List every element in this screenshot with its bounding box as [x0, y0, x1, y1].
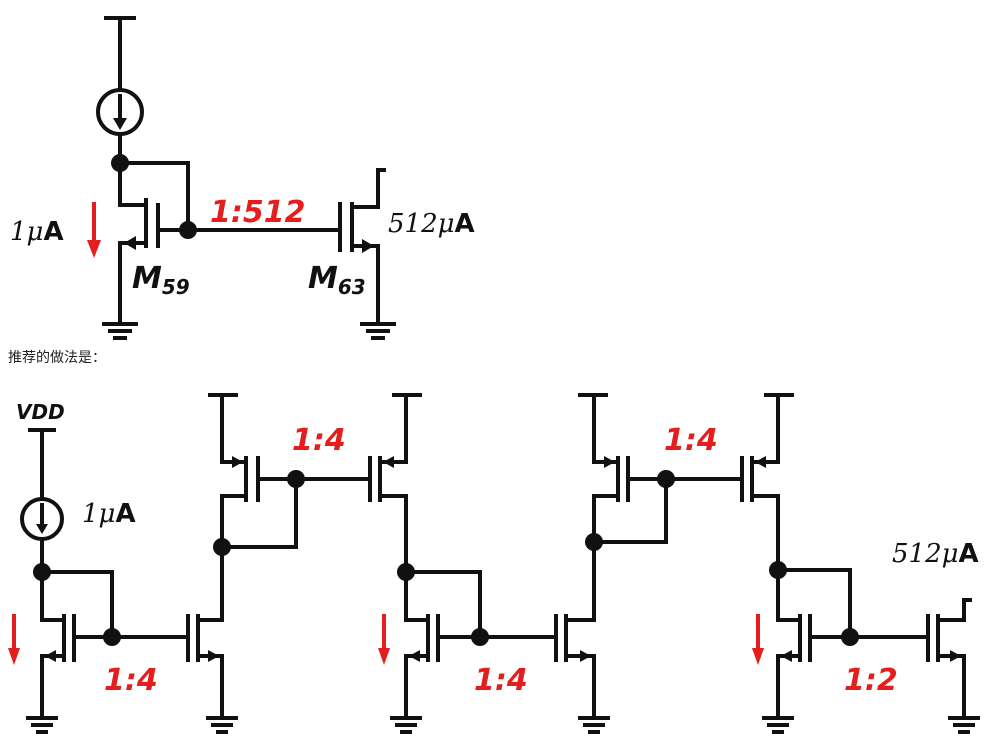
ground-symbol	[26, 716, 58, 734]
current-direction-arrow	[8, 614, 20, 665]
transistor-m63	[338, 168, 386, 324]
pmos-mirror-stage-4	[578, 393, 794, 622]
current-direction-arrow	[87, 202, 101, 258]
ratio-label-stage-5: 1:2	[844, 663, 898, 698]
transistor-m59	[118, 198, 160, 324]
transistor-label-m63: M63	[308, 261, 366, 299]
input-current-label: 1μA	[10, 217, 64, 247]
vdd-label: VDD	[16, 400, 65, 424]
pmos-mirror-stage-2	[208, 393, 422, 622]
ratio-label-stage-4: 1:4	[664, 423, 718, 458]
transistor-label-m59: M59	[132, 261, 190, 299]
ground-symbol	[762, 716, 794, 734]
current-direction-arrow	[378, 614, 390, 665]
current-source-symbol	[20, 497, 64, 541]
nmos-mirror-stage-5	[769, 561, 972, 718]
input-current-label: 1μA	[82, 499, 136, 529]
ground-symbol	[102, 322, 138, 340]
top-circuit: 1:512 1μA 512μA M59 M63	[10, 16, 475, 340]
ground-symbol	[206, 716, 238, 734]
bottom-circuit: VDD	[8, 393, 980, 734]
current-source-symbol	[96, 88, 144, 136]
ratio-label-stage-3: 1:4	[474, 663, 528, 698]
caption-text: 推荐的做法是：	[8, 350, 106, 366]
current-direction-arrow	[752, 614, 764, 665]
output-current-label: 512μA	[892, 539, 979, 569]
ground-symbol	[948, 716, 980, 734]
ground-symbol	[360, 322, 396, 340]
ratio-label-stage-1: 1:4	[104, 663, 158, 698]
output-current-label: 512μA	[388, 209, 475, 239]
ratio-label: 1:512	[210, 195, 306, 230]
ratio-label-stage-2: 1:4	[292, 423, 346, 458]
gate-node-dot	[179, 221, 197, 239]
ground-symbol	[390, 716, 422, 734]
nmos-mirror-stage-3	[397, 498, 596, 718]
ground-symbol	[578, 716, 610, 734]
